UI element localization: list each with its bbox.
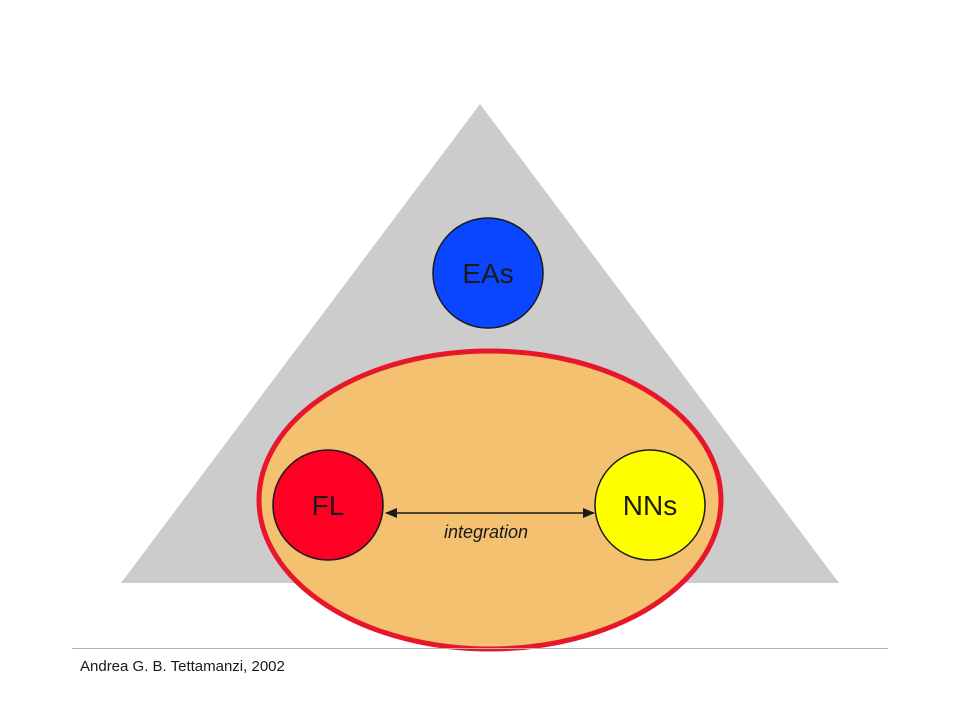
node-nns: NNs	[594, 449, 706, 561]
integration-label: integration	[444, 522, 528, 542]
node-nns-label: NNs	[623, 490, 677, 521]
node-nns-circle	[594, 449, 706, 561]
node-fl-circle	[272, 449, 384, 561]
node-fl: FL	[272, 449, 384, 561]
footer-credit: Andrea G. B. Tettamanzi, 2002	[80, 658, 285, 675]
node-eas-circle	[432, 217, 544, 329]
node-eas: EAs	[432, 217, 544, 329]
footer-divider	[72, 648, 888, 649]
node-fl-label: FL	[312, 490, 345, 521]
node-eas-label: EAs	[462, 258, 513, 289]
integration-ellipse	[256, 348, 724, 652]
